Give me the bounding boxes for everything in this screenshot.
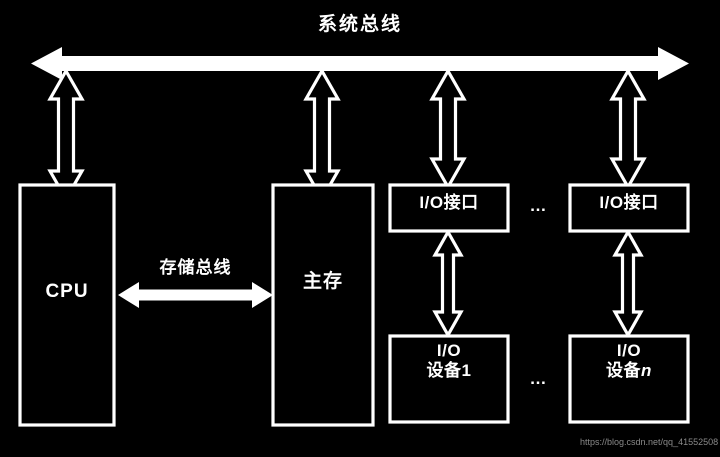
cpu-box[interactable]	[18, 183, 116, 427]
io-interface-1-box[interactable]	[388, 183, 510, 233]
memory-bus-arrow	[118, 282, 273, 308]
io-device-n-box[interactable]	[568, 334, 690, 424]
bus-to-io-interface-n-arrow	[609, 67, 647, 191]
io-interface-1-to-device-1-arrow	[432, 228, 464, 339]
bus-to-cpu-arrow	[47, 67, 85, 203]
system-bus-arrow	[31, 47, 689, 80]
bus-to-main-memory-arrow	[303, 67, 341, 203]
main-memory-box[interactable]	[271, 183, 375, 427]
io-interface-n-to-device-n-arrow	[612, 228, 644, 339]
bus-to-io-interface-1-arrow	[429, 67, 467, 191]
io-device-1-box[interactable]	[388, 334, 510, 424]
io-interface-n-box[interactable]	[568, 183, 690, 233]
